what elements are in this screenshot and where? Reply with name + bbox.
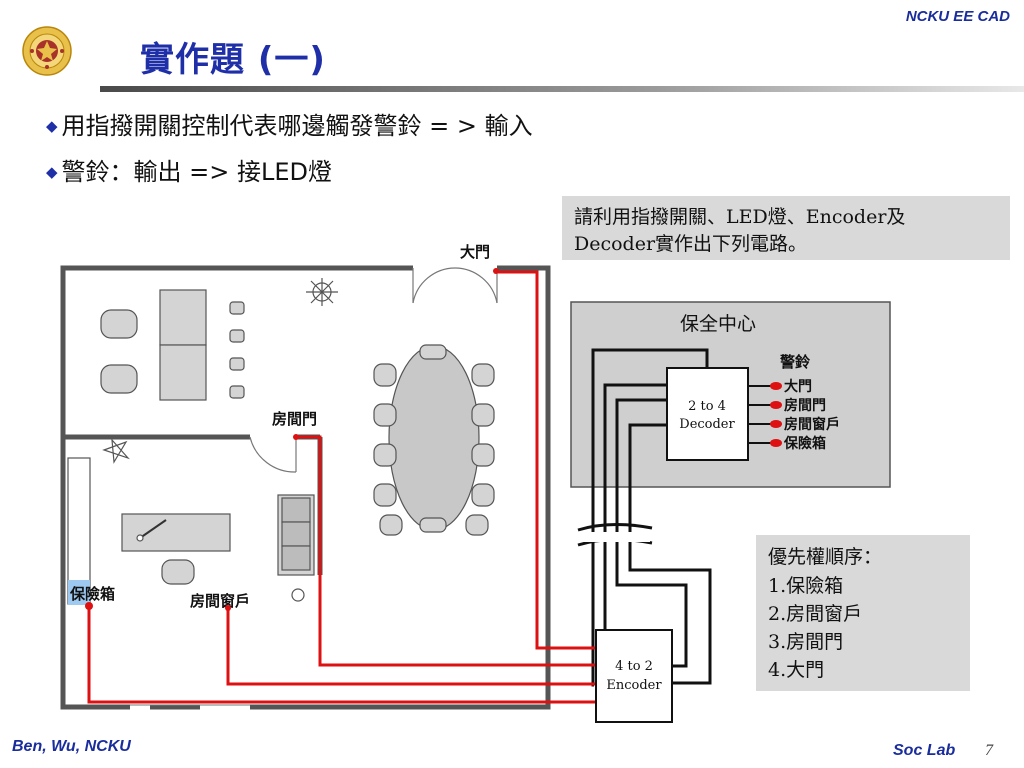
led-main-door [770, 382, 782, 390]
wire-break-marks [577, 522, 653, 547]
instruction-line-2: Decoder實作出下列電路。 [574, 233, 807, 255]
header-brand: NCKU EE CAD [905, 8, 1010, 25]
led-label-safe: 保險箱 [783, 435, 826, 452]
sensor-points [85, 268, 499, 611]
led-safe [770, 439, 782, 447]
instruction-note: 請利用指撥開關、LED燈、Encoder及 Decoder實作出下列電路。 [562, 196, 1010, 260]
priority-item-4: 4.大門 [768, 659, 824, 681]
label-room-window: 房間窗戶 [190, 592, 250, 610]
bullet-item-output: ◆警鈴：輸出 => 接LED燈 [46, 152, 332, 187]
signal-wires [591, 348, 712, 687]
door-swings [130, 267, 498, 706]
priority-item-3: 3.房間門 [768, 631, 843, 653]
priority-title: 優先權順序： [768, 546, 882, 568]
security-center-title: 保全中心 [680, 313, 756, 335]
label-room-door: 房間門 [272, 410, 317, 428]
decoder-block: 2 to 4 Decoder [666, 367, 749, 461]
led-labels: 大門 房間門 房間窗戶 保險箱 [783, 378, 840, 452]
encoder-label-1: 4 to 2 [615, 659, 653, 674]
furniture-upper [100, 289, 495, 536]
alarm-label: 警鈴 [779, 353, 811, 371]
diamond-bullet-icon: ◆ [46, 117, 58, 135]
priority-note: 優先權順序： 1.保險箱 2.房間窗戶 3.房間門 4.大門 [756, 535, 970, 691]
encoder-label-2: Encoder [606, 678, 662, 693]
furniture-lower [67, 457, 315, 605]
footer-author: Ben, Wu, NCKU [12, 738, 131, 755]
slide-title: 實作題 (一) [140, 40, 326, 80]
title-underline [100, 86, 1024, 92]
encoder-block: 4 to 2 Encoder [595, 629, 673, 723]
label-safe: 保險箱 [69, 585, 115, 603]
led-label-main-door: 大門 [784, 378, 812, 395]
decoder-label-1: 2 to 4 [688, 399, 726, 414]
bullet-text: 用指撥開關控制代表哪邊觸發警鈴 = > 輸入 [61, 112, 533, 140]
decoder-outputs [748, 385, 772, 444]
priority-item-1: 1.保險箱 [768, 575, 843, 597]
instruction-line-1: 請利用指撥開關、LED燈、Encoder及 [574, 206, 905, 228]
bullet-item-input: ◆用指撥開關控制代表哪邊觸發警鈴 = > 輸入 [46, 106, 533, 141]
alarm-leds [770, 382, 782, 447]
plant-icon-lower [102, 438, 130, 464]
diamond-bullet-icon: ◆ [46, 163, 58, 181]
footer-lab: Soc Lab [893, 742, 956, 759]
plant-icon [306, 278, 338, 306]
led-label-room-window: 房間窗戶 [784, 416, 840, 433]
priority-item-2: 2.房間窗戶 [768, 603, 862, 625]
led-room-door [770, 401, 782, 409]
led-label-room-door: 房間門 [784, 397, 826, 414]
page-number: 7 [985, 742, 993, 759]
decoder-label-2: Decoder [679, 417, 735, 432]
bullet-text: 警鈴：輸出 => 接LED燈 [61, 158, 333, 186]
sensor-wires [87, 270, 596, 704]
safe-highlight [68, 580, 90, 605]
university-seal-logo [22, 26, 72, 76]
label-main-door: 大門 [460, 243, 490, 261]
led-room-window [770, 420, 782, 428]
